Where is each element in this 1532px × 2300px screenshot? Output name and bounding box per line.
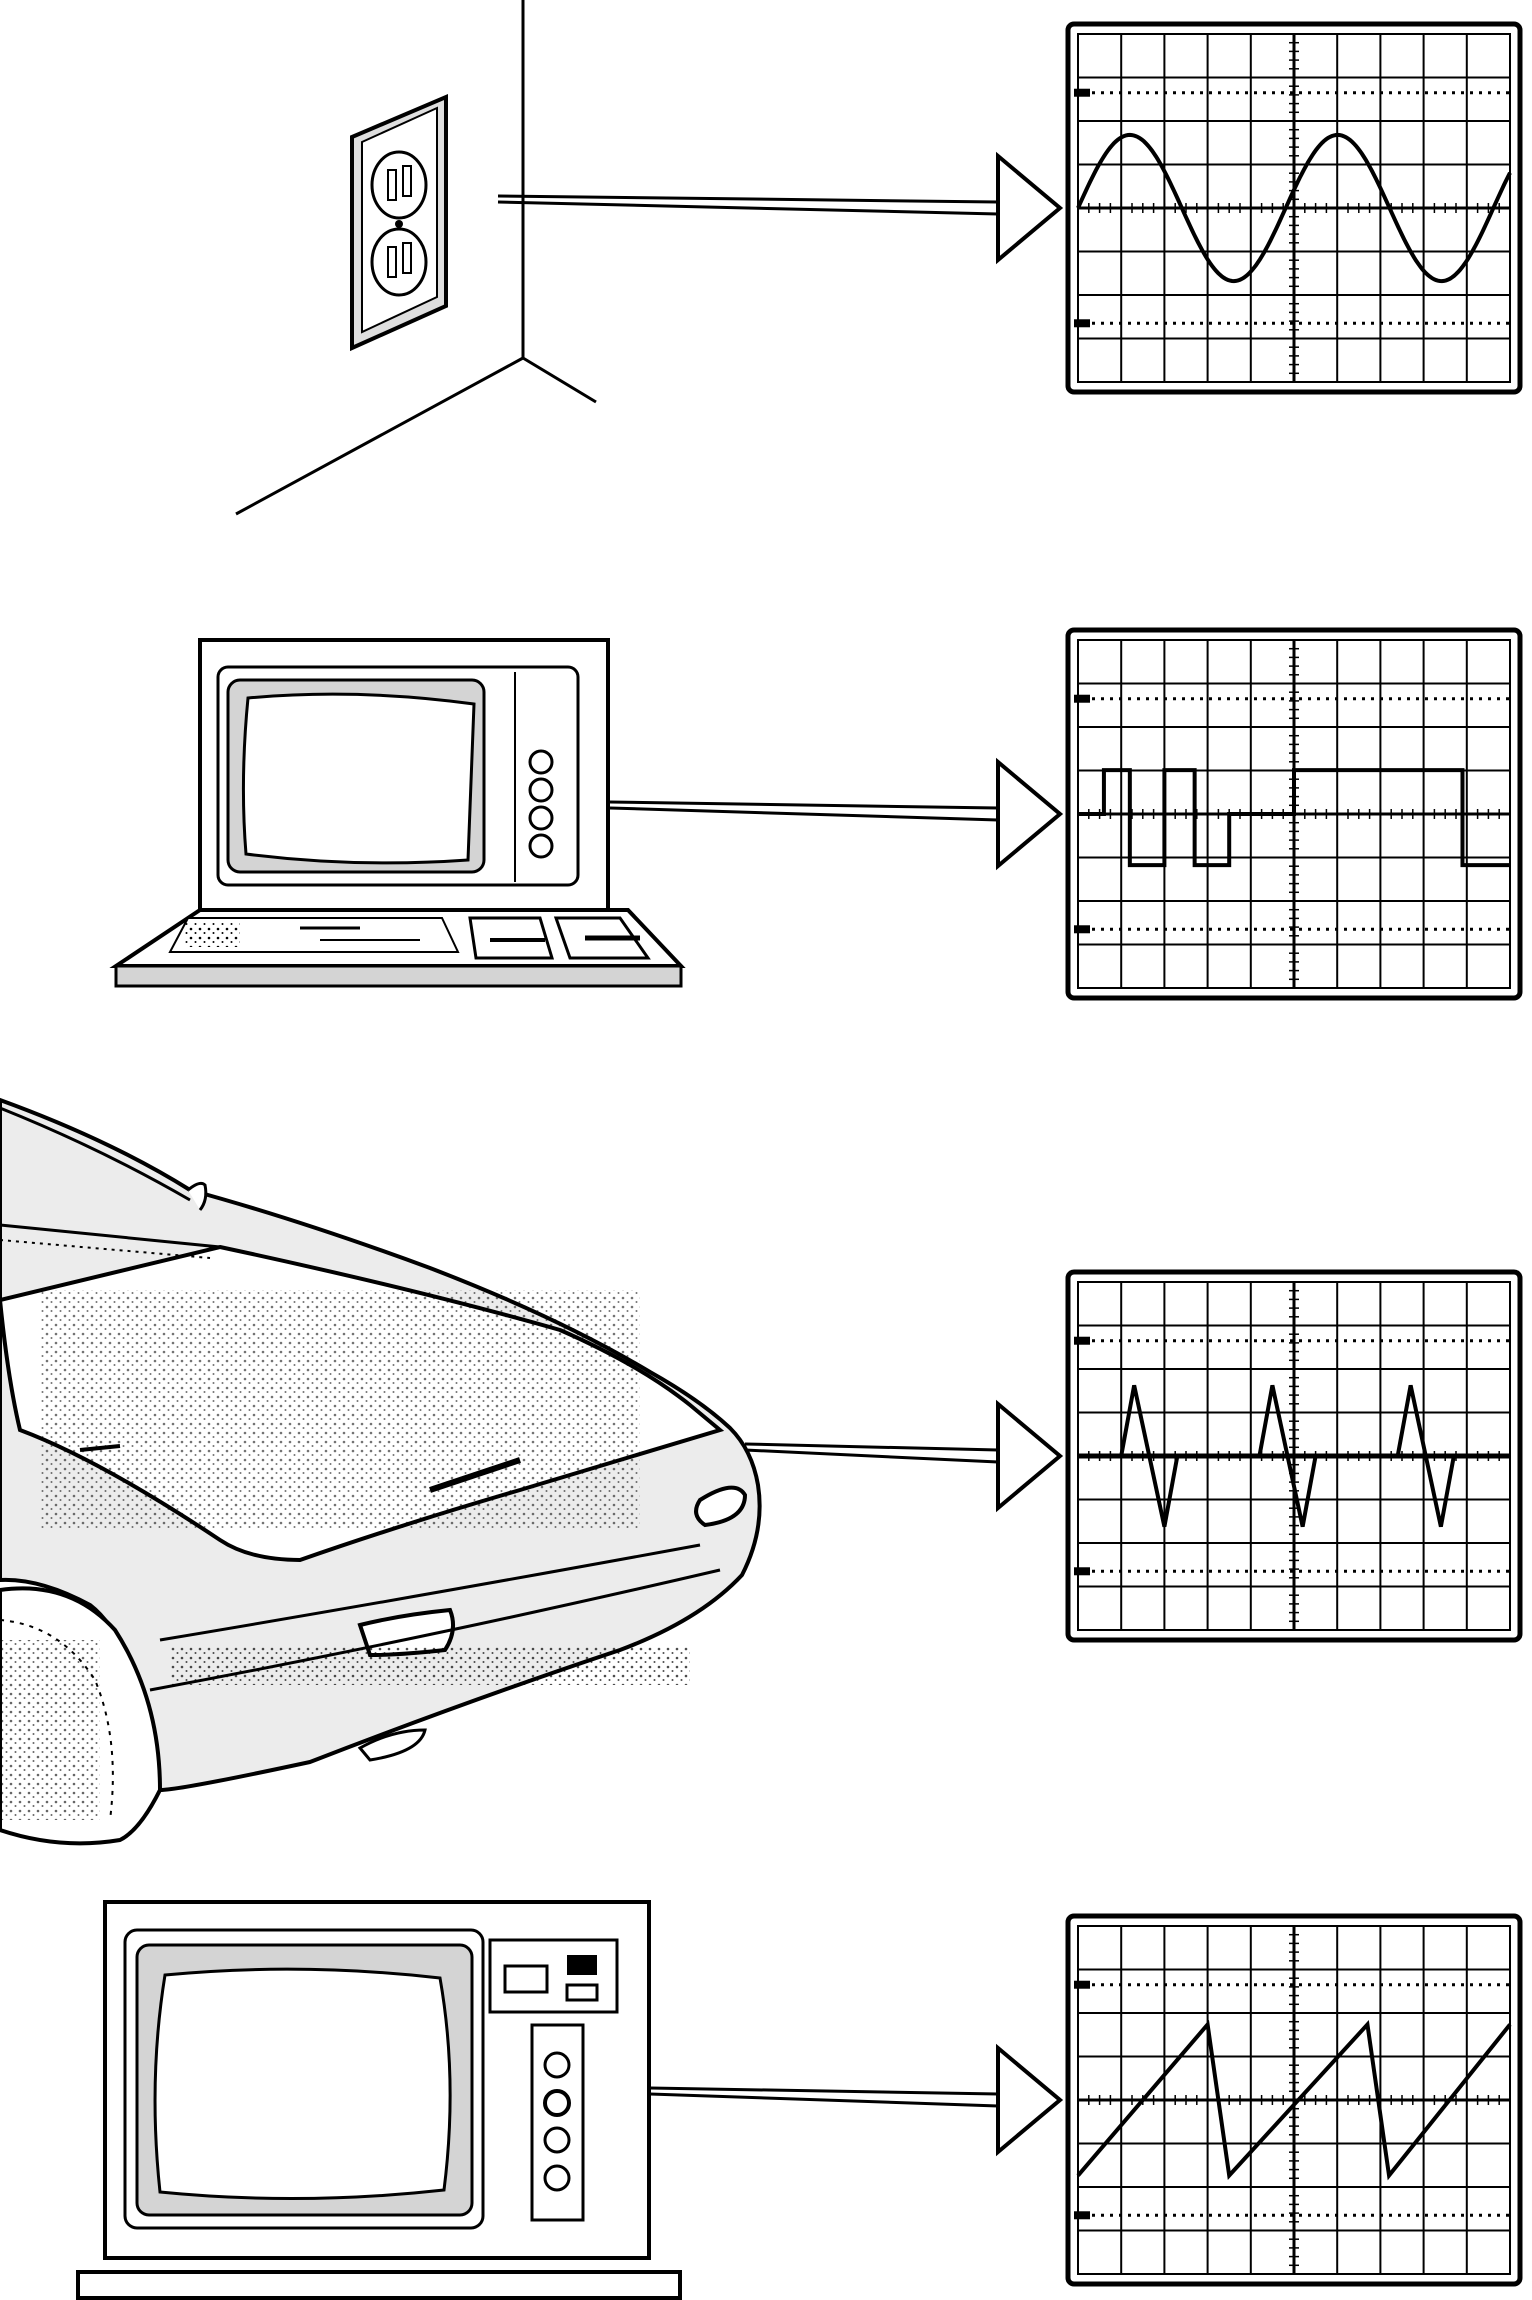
- waveform-sine: [1076, 132, 1512, 284]
- arrow-to-scope: [744, 1399, 1064, 1513]
- car-icon: [0, 1097, 762, 1846]
- computer-icon: [109, 638, 686, 988]
- oscilloscope-square-pulse: [1065, 627, 1523, 1001]
- oscilloscope-sine: [1065, 21, 1523, 395]
- waveform-square-pulse: [1078, 768, 1510, 868]
- arrow-to-scope: [609, 757, 1064, 871]
- wall-outlet-icon: [235, 0, 597, 516]
- arrow-to-scope: [649, 2043, 1064, 2157]
- waveform-sawtooth: [1076, 2019, 1512, 2181]
- oscilloscopes: [1065, 21, 1523, 2287]
- arrow-to-scope: [497, 151, 1064, 265]
- oscilloscope-sawtooth: [1065, 1913, 1523, 2287]
- waveform-spike: [1078, 1384, 1510, 1528]
- oscilloscope-spike: [1065, 1269, 1523, 1643]
- television-icon: [76, 1900, 682, 2300]
- arrows: [497, 151, 1064, 2157]
